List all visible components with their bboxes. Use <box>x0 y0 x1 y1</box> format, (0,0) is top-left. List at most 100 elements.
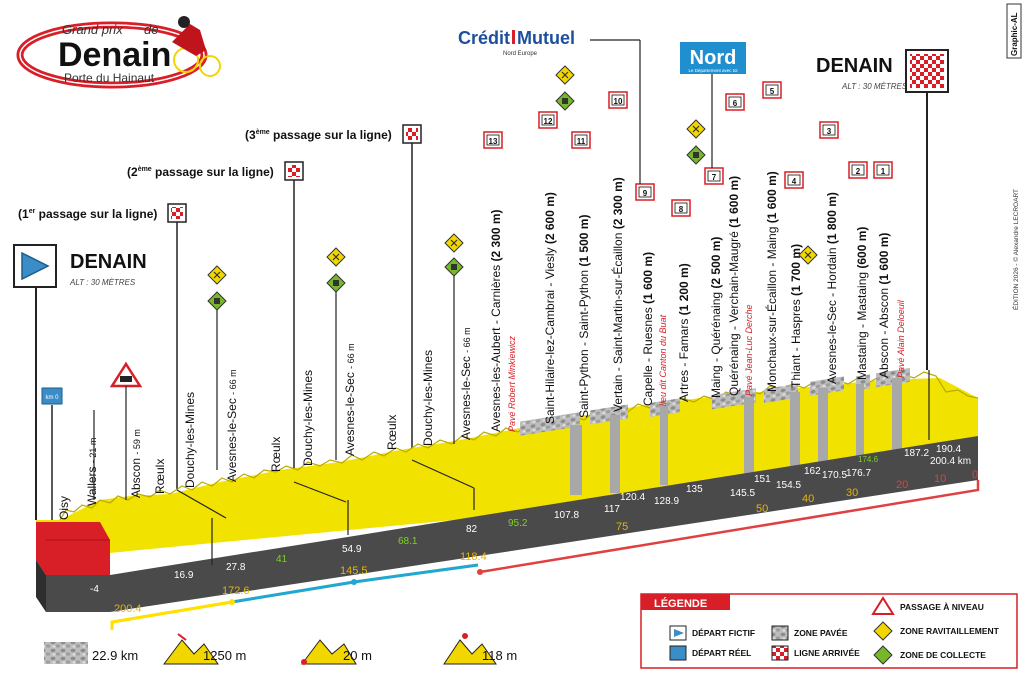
place-label: Mastaing - Mastaing (600 m) <box>855 227 869 380</box>
finish-flag-icon <box>910 54 944 88</box>
legend-item: ZONE DE COLLECTE <box>873 645 986 665</box>
sector-badge: 6 <box>725 93 745 111</box>
km-mark: 174.6 <box>858 455 879 464</box>
svg-text:Mutuel: Mutuel <box>517 28 575 48</box>
elevation-profile <box>36 367 979 612</box>
place-label: Rœulx <box>385 415 399 450</box>
svg-text:75: 75 <box>616 521 628 533</box>
km-mark: 68.1 <box>398 536 418 547</box>
km-mark: 107.8 <box>554 510 579 521</box>
svg-text:3: 3 <box>827 127 832 136</box>
min-altitude-icon <box>301 639 357 665</box>
svg-text:20: 20 <box>896 479 908 491</box>
place-label: Douchy-les-Mines <box>301 370 315 466</box>
collect-zone-icon <box>555 91 575 111</box>
place-label: Wallers - 21 m <box>85 438 99 506</box>
sector-badge: 13 <box>483 131 503 149</box>
sector-badge: 2 <box>848 161 868 179</box>
sector-badge: 3 <box>819 121 839 139</box>
level-crossing-icon <box>109 361 143 388</box>
place-label: Douchy-les-Mines <box>183 392 197 488</box>
stat-max-alt: 20 m <box>343 648 372 663</box>
sector-badge: 8 <box>671 199 691 217</box>
km-mark: 27.8 <box>226 562 246 573</box>
place-label: Avesnes-le-Sec - 66 m <box>459 327 473 440</box>
feed-zone-icon <box>444 233 464 253</box>
feed-zone-icon <box>686 119 706 139</box>
svg-text:LIGNE ARRIVÉE: LIGNE ARRIVÉE <box>794 648 860 658</box>
place-label: Artres - Famars (1 200 m) <box>677 263 691 402</box>
start-name: DENAIN <box>70 251 147 273</box>
svg-text:(1er passage sur la ligne): (1er passage sur la ligne) <box>18 207 157 221</box>
km-mark: 82 <box>466 524 478 535</box>
start-panel: DENAIN ALT : 30 MÈTRES <box>13 244 147 520</box>
svg-text:10: 10 <box>934 473 946 485</box>
svg-text:0: 0 <box>972 469 978 481</box>
sector-badges: 13 12 11 10 9 8 7 6 5 4 3 2 1 <box>483 39 893 217</box>
place-label: Avesnes-le-Sec - 66 m <box>343 343 357 456</box>
sponsor-nord: Nord Le Département avec toi <box>680 42 746 74</box>
elevation-icon <box>163 633 219 665</box>
place-label: Maing - Quérénaing (2 500 m) <box>709 237 723 398</box>
svg-text:(2ème passage sur la ligne): (2ème passage sur la ligne) <box>127 165 274 179</box>
race-logo: Grand prix de Denain Porte du Hainaut <box>16 16 221 89</box>
km-mark: 162 <box>804 466 821 477</box>
svg-text:2: 2 <box>856 167 861 176</box>
svg-text:13: 13 <box>489 137 498 146</box>
place-label: Douchy-les-Mines <box>421 350 435 446</box>
svg-text:Le Département avec toi: Le Département avec toi <box>688 68 737 73</box>
legend-item: ZONE RAVITAILLEMENT <box>873 621 1000 641</box>
logo-sub: Porte du Hainaut <box>64 71 155 85</box>
logo-small: Grand prix <box>62 22 123 37</box>
legend-item: PASSAGE À NIVEAU <box>871 596 984 615</box>
svg-text:4: 4 <box>792 177 797 186</box>
svg-text:118.4: 118.4 <box>460 551 487 563</box>
svg-text:Nord Europe: Nord Europe <box>503 51 538 57</box>
stat-elevation: 1250 m <box>203 648 246 663</box>
legend: LÉGENDE DÉPART FICTIF ZONE PAVÉE PASSAGE… <box>640 593 1018 669</box>
start-block <box>36 522 110 575</box>
sector-badge: 10 <box>608 91 628 109</box>
km-mark: 170.5 <box>822 470 847 481</box>
passage-labels: (1er passage sur la ligne) (2ème passage… <box>18 124 422 490</box>
stats-row: 22.9 km 1250 m 20 m 118 m <box>44 633 517 665</box>
place-label: Rœulx <box>269 437 283 472</box>
svg-text:200.4: 200.4 <box>114 603 142 615</box>
collect-zone-icon <box>686 145 706 165</box>
sponsor-credit-mutuel: Crédit Mutuel Nord Europe <box>458 28 575 57</box>
place-label: Avesnes-les-Aubert - Carnières (2 300 m) <box>489 209 503 432</box>
svg-text:1: 1 <box>881 167 886 176</box>
place-label: Abscon - Abscon (1 600 m) <box>877 233 891 378</box>
svg-text:Crédit: Crédit <box>458 28 510 48</box>
legend-item: DÉPART FICTIF <box>669 625 755 641</box>
finish-alt: ALT : 30 MÈTRES <box>841 82 908 91</box>
place-label: Monchaux-sur-Écaillon - Maing (1 600 m) <box>764 171 779 392</box>
place-label: Quérénaing - Verchain-Maugré (1 600 m) <box>727 176 741 396</box>
place-label: Thiant - Haspres (1 700 m) <box>789 244 803 388</box>
km-mark: 135 <box>686 484 703 495</box>
sector-badge: 1 <box>873 161 893 179</box>
svg-text:12: 12 <box>544 117 553 126</box>
svg-text:5: 5 <box>770 87 775 96</box>
svg-text:9: 9 <box>643 189 648 198</box>
legend-item: LIGNE ARRIVÉE <box>771 645 860 661</box>
stat-min-alt: 118 m <box>482 648 517 663</box>
svg-text:ZONE DE COLLECTE: ZONE DE COLLECTE <box>900 650 986 660</box>
svg-text:ZONE RAVITAILLEMENT: ZONE RAVITAILLEMENT <box>900 626 1000 636</box>
km-mark: 16.9 <box>174 570 194 581</box>
svg-text:PASSAGE À NIVEAU: PASSAGE À NIVEAU <box>900 602 984 612</box>
svg-text:ZONE PAVÉE: ZONE PAVÉE <box>794 628 848 638</box>
km-mark: 120.4 <box>620 492 645 503</box>
km-marks: -4 16.9 27.8 41 54.9 68.1 82 95.2 107.8 … <box>90 444 971 595</box>
place-label: Vertain - Saint-Martin-sur-Écaillon (2 3… <box>610 177 625 412</box>
svg-text:172.6: 172.6 <box>222 585 250 597</box>
km-mark: 176.7 <box>846 468 871 479</box>
max-altitude-icon <box>443 633 497 665</box>
real-start-marker: km 0 <box>41 387 63 520</box>
credits: Graphic-AL ÉDITION 2026 - © Alexandre LE… <box>1006 3 1022 310</box>
svg-text:DÉPART FICTIF: DÉPART FICTIF <box>692 628 755 638</box>
km-mark: 117 <box>604 504 620 515</box>
place-sub: lieu dit Canton du Buat <box>658 314 668 406</box>
svg-text:(3ème passage sur la ligne): (3ème passage sur la ligne) <box>245 128 392 142</box>
